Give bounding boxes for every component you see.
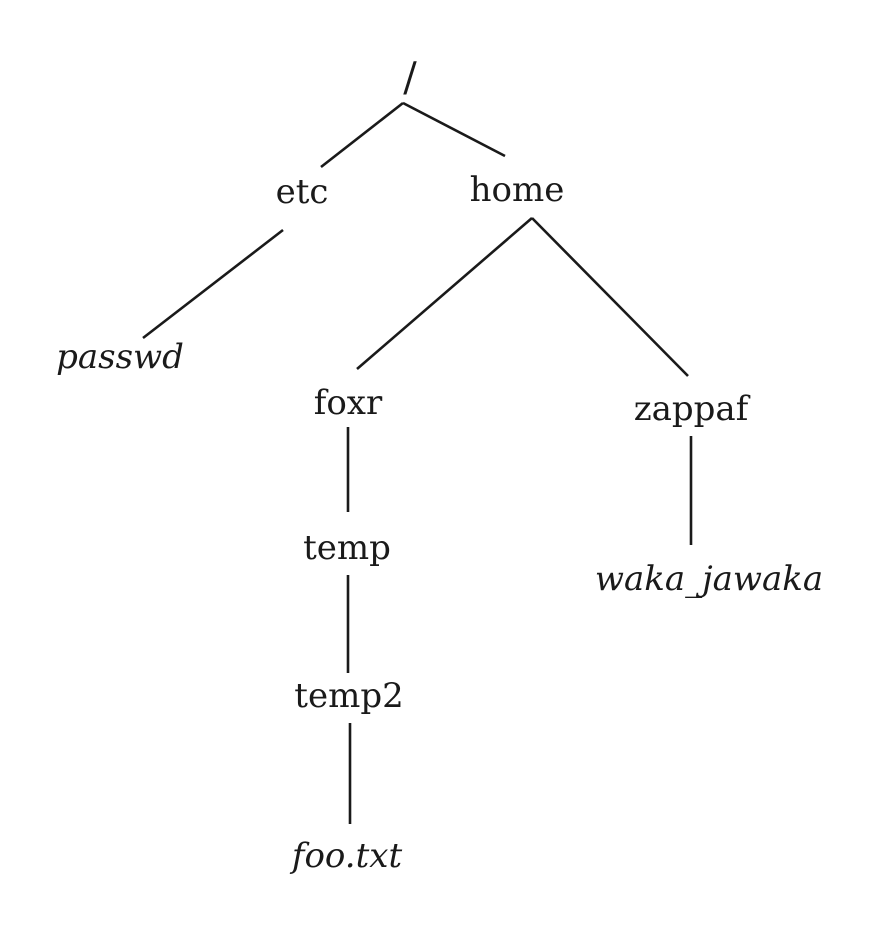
edge-home-to-zappaf: [531, 217, 689, 377]
node-passwd: passwd: [56, 337, 184, 377]
node-home: home: [469, 170, 565, 210]
node-temp: temp: [303, 528, 391, 568]
edge-root-to-etc: [320, 101, 404, 169]
node-root: /: [403, 55, 417, 101]
node-waka-jawaka: waka_jawaka: [594, 559, 824, 599]
tree-edges: [142, 101, 693, 824]
edge-root-to-home: [402, 101, 506, 158]
node-foo-txt: foo.txt: [291, 836, 403, 876]
edge-etc-to-passwd: [142, 228, 284, 340]
node-zappaf: zappaf: [633, 389, 749, 429]
node-etc: etc: [275, 172, 329, 212]
node-temp2: temp2: [294, 676, 404, 716]
edge-home-to-foxr: [356, 217, 533, 370]
node-foxr: foxr: [313, 383, 383, 423]
